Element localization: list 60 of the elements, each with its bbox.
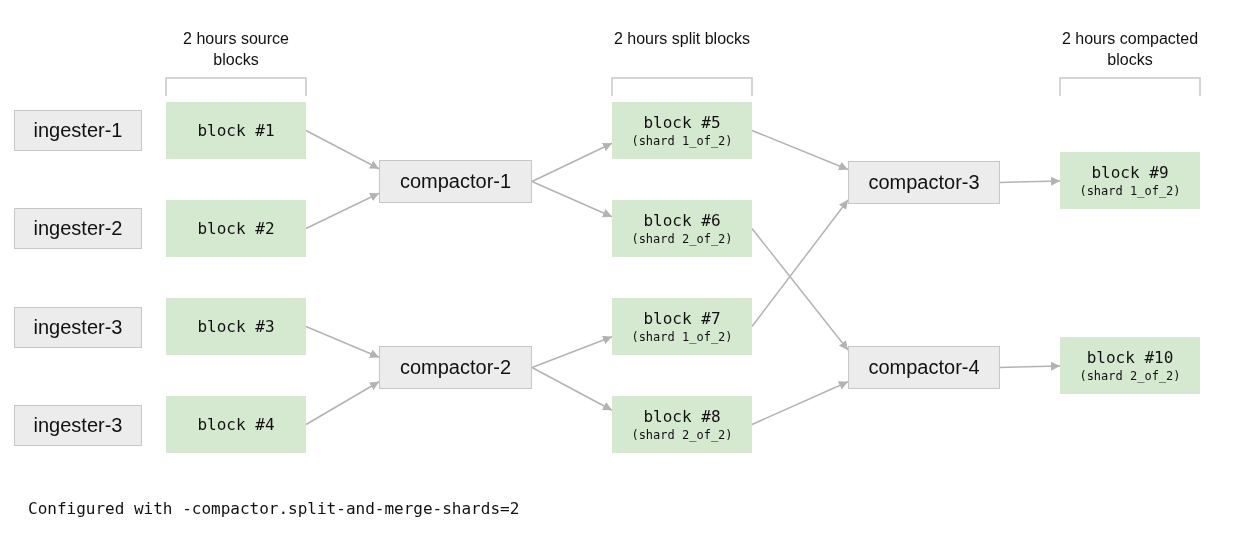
- node-label: block #1: [197, 121, 275, 140]
- arrow: [531, 366, 613, 411]
- arrow: [305, 192, 380, 230]
- arrow: [305, 381, 380, 426]
- node-label: compactor-3: [868, 171, 980, 194]
- column-heading: 2 hours source blocks: [182, 29, 290, 70]
- block-box: [612, 200, 752, 257]
- block-box: [612, 102, 752, 159]
- node-label: block #3: [197, 317, 275, 336]
- config-note: Configured with -compactor.split-and-merge-shards=2: [28, 498, 520, 519]
- arrow: [531, 180, 613, 218]
- arrow: [751, 129, 849, 171]
- process-box: [848, 346, 1000, 389]
- arrow: [305, 129, 380, 170]
- shard-label: (shard 1_of_2): [631, 134, 733, 148]
- process-box: [14, 110, 142, 151]
- process-box: [848, 161, 1000, 204]
- arrow: [999, 176, 1061, 186]
- process-box: [14, 307, 142, 348]
- process-box: [14, 405, 142, 446]
- block-box: [1060, 152, 1200, 209]
- node-label: compactor-1: [399, 170, 512, 193]
- arrow: [751, 199, 849, 328]
- node-label: block #10: [1086, 348, 1174, 367]
- block-box: [166, 298, 306, 355]
- arrow: [751, 381, 849, 426]
- process-box: [379, 346, 532, 389]
- block-box: [166, 102, 306, 159]
- arrow: [531, 335, 613, 369]
- process-box: [14, 208, 142, 249]
- arrow: [305, 325, 380, 358]
- node-label: block #4: [197, 415, 275, 434]
- process-box: [379, 160, 532, 203]
- node-label: block #2: [197, 219, 275, 238]
- column-heading: 2 hours split blocks: [612, 29, 752, 49]
- shard-label: (shard 1_of_2): [1079, 184, 1181, 198]
- arrow: [531, 142, 613, 183]
- node-label: block #7: [643, 309, 721, 328]
- shard-label: (shard 2_of_2): [631, 428, 733, 442]
- block-box: [166, 396, 306, 453]
- node-label: block #8: [643, 407, 721, 426]
- node-label: compactor-2: [399, 356, 512, 379]
- shard-label: (shard 2_of_2): [631, 232, 733, 246]
- node-label: block #6: [643, 211, 721, 230]
- column-heading: 2 hours compacted blocks: [1060, 29, 1200, 70]
- node-label: compactor-4: [868, 356, 980, 379]
- shard-label: (shard 1_of_2): [631, 330, 733, 344]
- block-box: [1060, 337, 1200, 394]
- node-label: block #9: [1091, 163, 1169, 182]
- arrow: [999, 361, 1061, 371]
- node-label: ingester-2: [33, 217, 123, 240]
- node-label: ingester-1: [33, 119, 123, 142]
- arrow: [751, 227, 849, 351]
- block-box: [612, 298, 752, 355]
- node-label: block #5: [643, 113, 721, 132]
- block-box: [166, 200, 306, 257]
- node-label: ingester-3: [33, 316, 123, 339]
- block-box: [612, 396, 752, 453]
- shard-label: (shard 2_of_2): [1079, 369, 1181, 383]
- node-label: ingester-3: [33, 414, 123, 437]
